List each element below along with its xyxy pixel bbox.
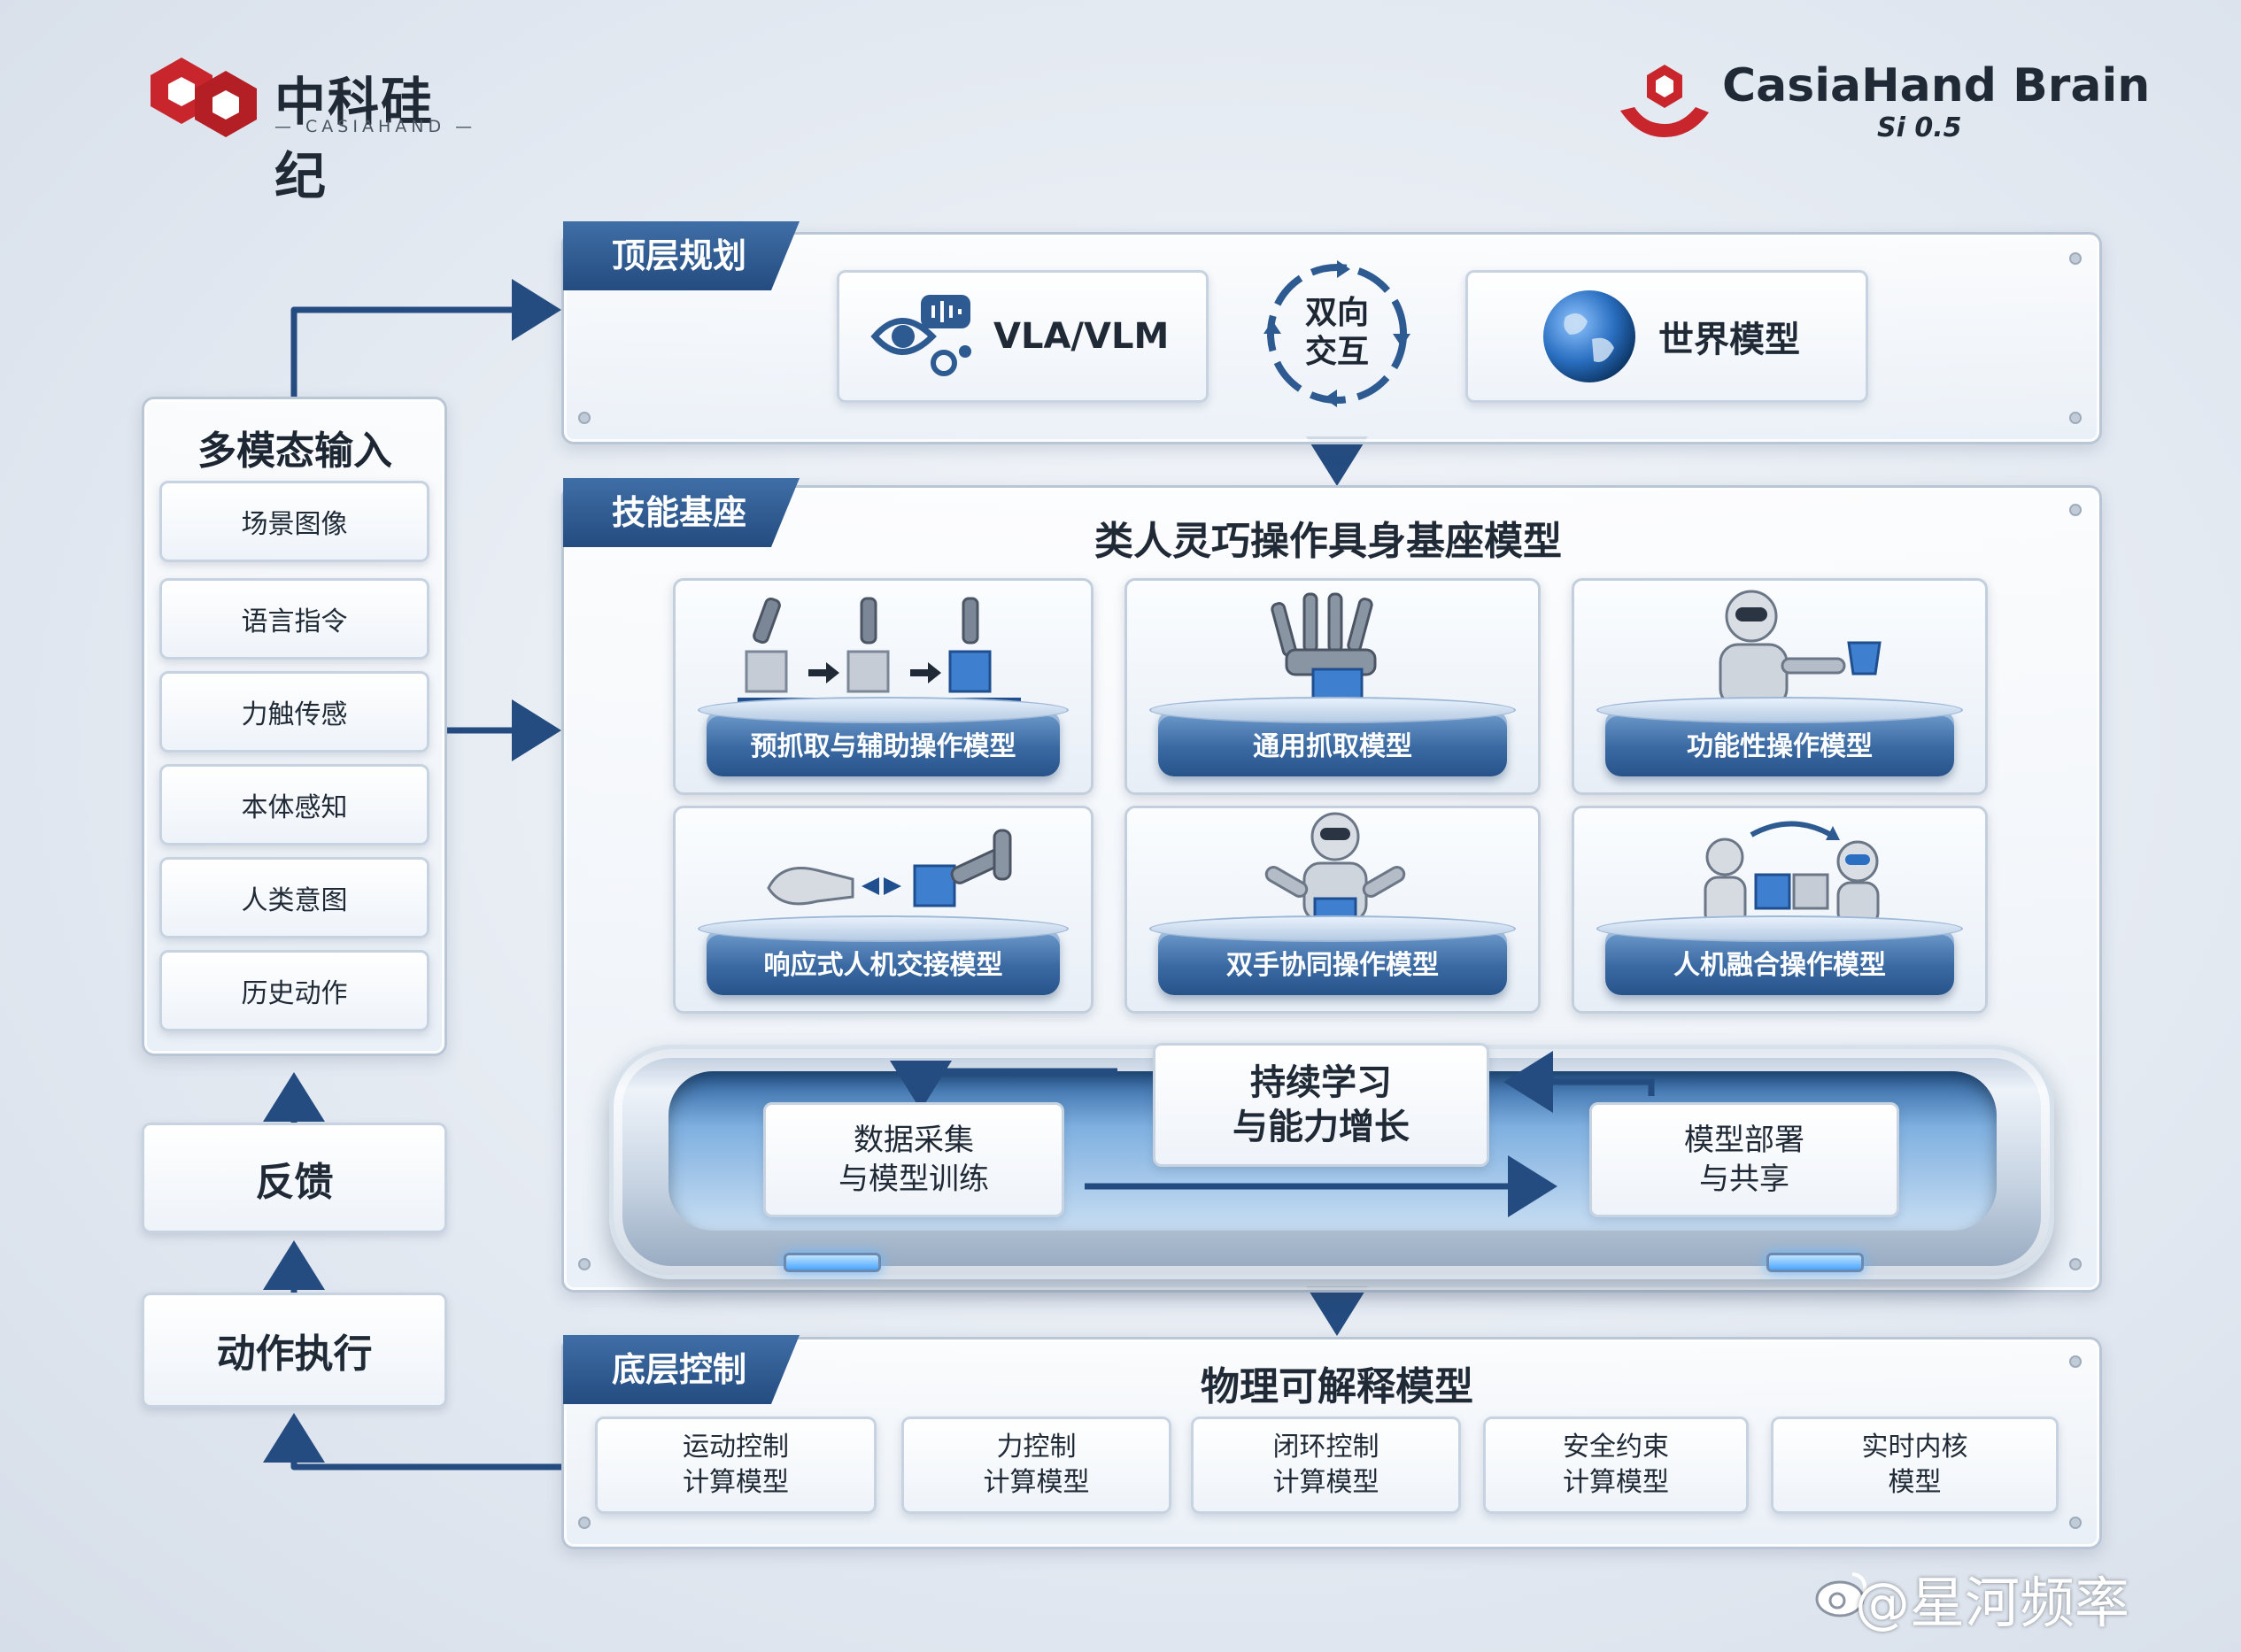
interaction-label: 双向 交互 [1262,294,1412,372]
skill-card-functional: 功能性操作模型 [1572,578,1988,795]
arrow-input-to-top [290,279,561,397]
input-item-human-intent: 人类意图 [159,857,429,938]
action-execution-box: 动作执行 [142,1293,447,1408]
skill-layer-title: 类人灵巧操作具身基座模型 [1094,519,1562,564]
input-item-scene-image: 场景图像 [159,481,429,562]
casiahand-cube-logo-icon [151,58,257,137]
brand-logo-left: 中科硅纪 — CASIAHAND — [142,53,478,206]
world-model-card: 世界模型 [1465,270,1868,403]
bidirectional-interaction: 双向 交互 [1262,259,1412,409]
brand-right-version: Si 0.5 [1877,112,1962,143]
vision-language-icon [870,295,971,376]
ctrl-realtime-line1: 实时内核 [1861,1432,1968,1463]
ctrl-safety-line1: 安全约束 [1563,1432,1669,1463]
ctrl-force: 力控制 计算模型 [901,1417,1171,1514]
skill-card-bimanual-label: 双手协同操作模型 [1149,915,1516,995]
ctrl-motion-line2: 计算模型 [683,1467,789,1498]
input-item-proprioception: 本体感知 [159,764,429,845]
platform-light-right [1766,1253,1864,1272]
ctrl-realtime-kernel: 实时内核 模型 [1771,1417,2059,1514]
skill-card-handover-label: 响应式人机交接模型 [698,915,1069,995]
world-model-label: 世界模型 [1658,320,1800,360]
interaction-line1: 双向 [1304,295,1369,331]
skill-card-general-grasp: 通用抓取模型 [1124,578,1541,795]
ctrl-closed-loop: 闭环控制 计算模型 [1191,1417,1461,1514]
arrow-loop-right-to-center [1503,1051,1655,1113]
weibo-icon [1815,1572,1867,1617]
dual-arm-robot-icon [1264,812,1406,938]
interaction-line2: 交互 [1304,334,1369,370]
loop-left-line2: 与模型训练 [838,1162,989,1197]
ctrl-force-line1: 力控制 [996,1432,1077,1463]
skill-card-functional-label: 功能性操作模型 [1596,697,1963,776]
multimodal-input-title: 多模态输入 [197,428,392,474]
brand-left-sub: — CASIAHAND — [274,117,477,136]
input-item-history-action: 历史动作 [159,950,429,1031]
skill-card-pregrasp: 预抓取与辅助操作模型 [673,578,1093,795]
tag-skill-foundation: 技能基座 [563,478,800,547]
humanoid-robot-cup-icon [1719,590,1882,708]
loop-center-line2: 与能力增长 [1233,1107,1410,1147]
skill-card-bimanual: 双手协同操作模型 [1124,806,1541,1014]
platform-light-left [784,1253,881,1272]
loop-data-training: 数据采集 与模型训练 [763,1102,1064,1217]
tag-top-planning: 顶层规划 [563,221,800,290]
hand-brain-logo-icon [1620,65,1709,137]
human-robot-puzzle-icon [1704,821,1880,938]
loop-right-line2: 与共享 [1699,1162,1789,1197]
cycle-arrows-icon [1263,260,1410,407]
tag-low-level-control: 底层控制 [563,1335,800,1404]
brand-right-name: CasiaHand Brain [1722,59,2151,112]
input-item-force-touch: 力触传感 [159,671,429,753]
ctrl-safety-line2: 计算模型 [1563,1467,1669,1498]
skill-card-human-robot-fusion-label: 人机融合操作模型 [1596,915,1963,995]
skill-card-handover: 响应式人机交接模型 [673,806,1093,1014]
globe-icon [1543,289,1635,382]
skill-card-pregrasp-label: 预抓取与辅助操作模型 [698,697,1069,776]
ctrl-closed-loop-line2: 计算模型 [1272,1467,1379,1498]
loop-left-line1: 数据采集 [854,1123,974,1158]
feedback-box: 反馈 [142,1123,447,1233]
vla-vlm-label: VLA/VLM [993,316,1170,357]
ctrl-motion: 运动控制 计算模型 [595,1417,877,1514]
ctrl-realtime-line2: 模型 [1888,1467,1942,1498]
vla-vlm-card: VLA/VLM [837,270,1209,403]
bottom-layer-title: 物理可解释模型 [1201,1364,1473,1409]
loop-right-line1: 模型部署 [1684,1123,1804,1158]
loop-continuous-learning: 持续学习 与能力增长 [1153,1043,1489,1167]
brand-logo-right: CasiaHand Brain Si 0.5 [1611,49,2150,146]
ctrl-safety: 安全约束 计算模型 [1483,1417,1749,1514]
arrow-bottom-to-action [263,1413,561,1471]
skill-card-general-grasp-label: 通用抓取模型 [1149,697,1516,776]
arrow-loop-center-to-left [890,1061,1117,1110]
skill-card-human-robot-fusion: 人机融合操作模型 [1572,806,1988,1014]
ctrl-motion-line1: 运动控制 [683,1432,789,1463]
watermark-text: @星河频率 [1855,1571,2130,1635]
human-robot-handover-icon [767,829,1012,907]
input-item-language-command: 语言指令 [159,578,429,660]
brand-left-name: 中科硅纪 [274,72,435,206]
loop-deploy-share: 模型部署 与共享 [1589,1102,1899,1217]
loop-center-line1: 持续学习 [1250,1062,1392,1103]
ctrl-closed-loop-line1: 闭环控制 [1272,1432,1379,1463]
ctrl-force-line2: 计算模型 [983,1467,1090,1498]
